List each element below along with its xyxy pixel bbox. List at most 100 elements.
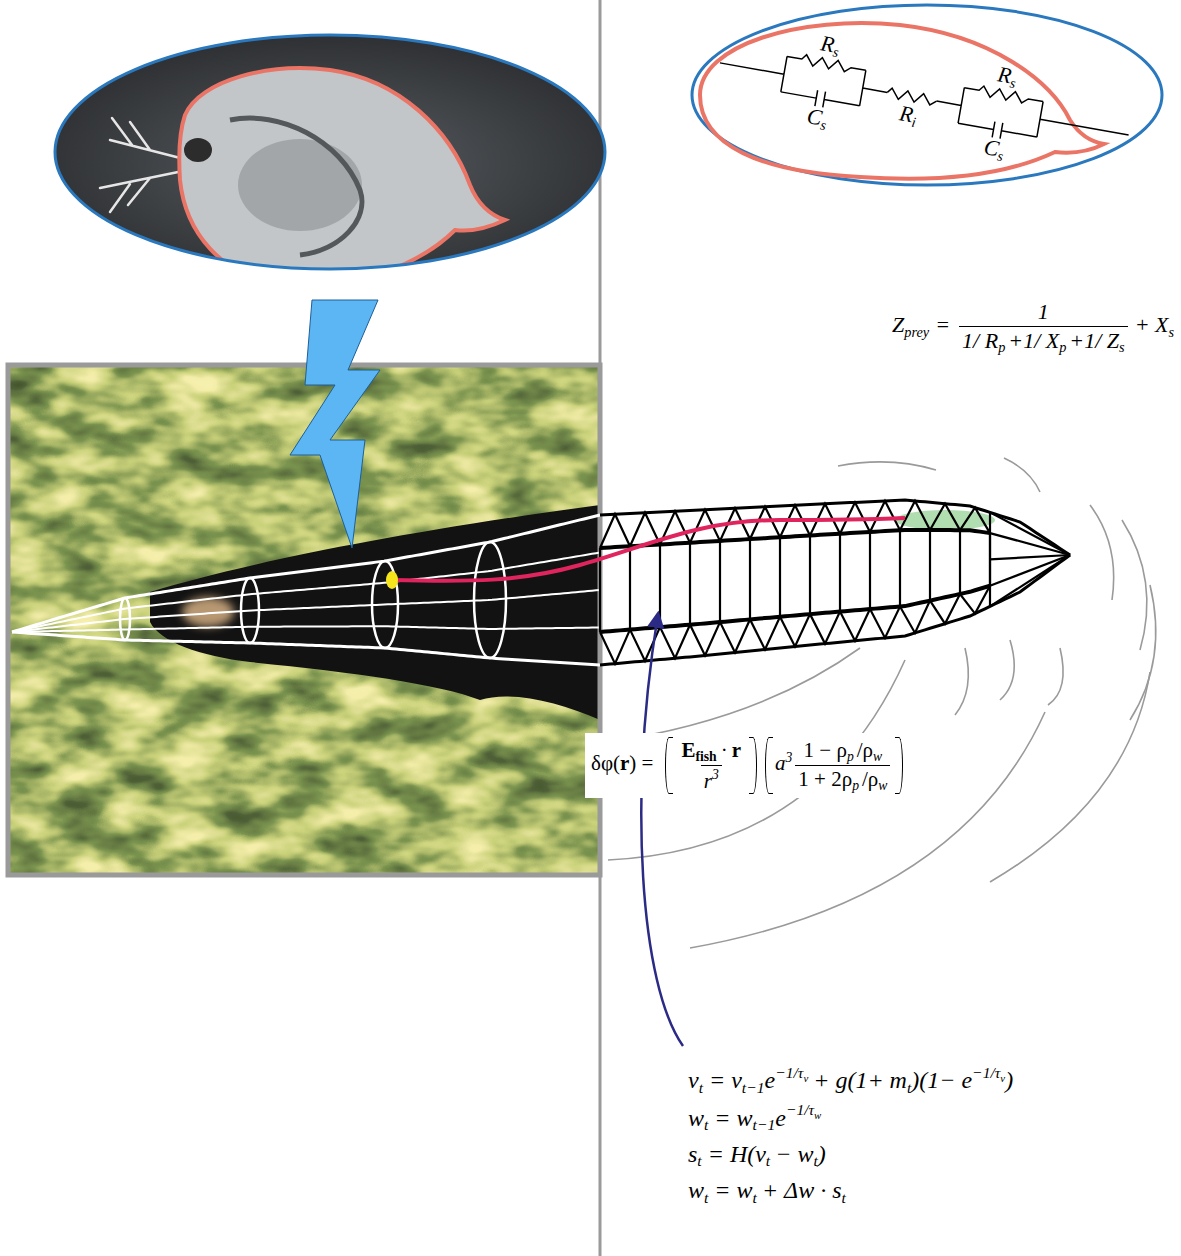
field-line bbox=[1122, 520, 1147, 650]
field-line bbox=[690, 712, 1045, 948]
equation-term: p bbox=[1059, 339, 1066, 355]
wire-line bbox=[12, 515, 600, 632]
equation-term: w bbox=[688, 1177, 704, 1203]
fraction: 11/ Rp+1/ Xp+1/ Zs bbox=[959, 298, 1128, 357]
equation-term: + X bbox=[1135, 312, 1169, 337]
equation-term: v bbox=[688, 1067, 699, 1093]
equation-term: 3 bbox=[786, 750, 793, 765]
equation-term: t bbox=[699, 1079, 703, 1096]
neuron-dot bbox=[386, 571, 398, 589]
circuit-symbol bbox=[715, 40, 1132, 160]
nerve-path bbox=[392, 518, 905, 581]
circuit-label: Rs bbox=[995, 63, 1018, 91]
equation-term: t bbox=[813, 1152, 817, 1169]
head-wireframe bbox=[600, 500, 1070, 665]
equation-term: δφ( bbox=[591, 751, 620, 775]
wire-rib bbox=[929, 530, 931, 601]
equation-term: +1/ Z bbox=[1069, 328, 1119, 353]
equation-term: + g(1+ m bbox=[813, 1067, 907, 1093]
divider-line bbox=[599, 0, 602, 1256]
wire-rib bbox=[869, 532, 871, 609]
equation-term: e bbox=[775, 1105, 786, 1131]
photo-outline bbox=[55, 35, 605, 269]
equation-term: r bbox=[704, 769, 712, 793]
field-line bbox=[1004, 458, 1040, 492]
equation-term: = w bbox=[714, 1105, 752, 1131]
equation-term: p bbox=[847, 749, 854, 764]
equation-term: t bbox=[697, 1152, 701, 1169]
antenna bbox=[100, 118, 188, 212]
wire bbox=[717, 45, 1132, 153]
equation-term: t bbox=[704, 1189, 708, 1206]
equation-term: ) = bbox=[629, 751, 653, 775]
wire-line bbox=[12, 553, 600, 633]
wire-rib bbox=[779, 537, 781, 617]
circuit-label: Ri bbox=[898, 103, 919, 130]
wire-rib bbox=[689, 543, 691, 625]
equation-term: t bbox=[753, 1189, 757, 1206]
equation-term: v bbox=[803, 1072, 808, 1084]
lightning-bolt bbox=[290, 300, 380, 548]
equation-term: w bbox=[814, 1109, 821, 1121]
equation-term: 3 bbox=[712, 767, 719, 782]
equation-term: /ρ bbox=[857, 738, 873, 762]
wire-line bbox=[600, 500, 1070, 555]
component-label: i bbox=[911, 114, 918, 130]
circuit-label: Cs bbox=[982, 136, 1006, 164]
wire-line bbox=[12, 590, 600, 632]
denominator: 1 + 2ρp/ρw bbox=[795, 765, 890, 794]
circuit-panel bbox=[692, 5, 1162, 185]
equation-line: st= H(vt− wt) bbox=[688, 1137, 1013, 1173]
equation-term: s bbox=[688, 1141, 697, 1167]
equation-term: prey bbox=[904, 324, 929, 340]
wire-rib bbox=[989, 512, 991, 606]
equation-term: /ρ bbox=[862, 767, 878, 791]
wire-line bbox=[990, 555, 1070, 606]
wire-line bbox=[600, 586, 990, 632]
parenthesis bbox=[765, 737, 773, 794]
equation-term: ) bbox=[1005, 1067, 1013, 1093]
equation-term: r bbox=[732, 738, 741, 762]
neuron-equations: vt= vt−1e−1/τv+ g(1+ mt)(1− e−1/τv)wt= w… bbox=[688, 1062, 1013, 1209]
field-line bbox=[1048, 648, 1063, 705]
wire-rib bbox=[809, 535, 811, 614]
equation-term: −1/τ bbox=[786, 1101, 814, 1118]
component-label: R bbox=[818, 30, 836, 57]
equation-term: )(1− e bbox=[911, 1067, 972, 1093]
equation-term: p bbox=[852, 778, 859, 793]
daphnia-gut bbox=[230, 118, 362, 255]
component-label: s bbox=[996, 148, 1004, 165]
component-label: C bbox=[805, 103, 824, 130]
wire-line bbox=[12, 626, 600, 632]
wire-rib bbox=[659, 544, 661, 627]
component-label: R bbox=[898, 101, 916, 128]
field-line bbox=[1090, 505, 1114, 600]
daphnia-photo bbox=[55, 35, 605, 318]
equation-term: 1 bbox=[1038, 299, 1049, 324]
equation-term: 1 − ρ bbox=[804, 738, 847, 762]
equation-line: wt= wt+ Δw · st bbox=[688, 1173, 1013, 1209]
equation-term: 1/ R bbox=[962, 328, 998, 353]
impedance-equation: Zprey=11/ Rp+1/ Xp+1/ Zs+ Xs bbox=[892, 298, 1174, 357]
component-label: s bbox=[1008, 75, 1016, 92]
numerator: Efish·r bbox=[678, 737, 744, 765]
equation-term: r bbox=[620, 751, 629, 775]
numerator: 1 bbox=[1035, 298, 1052, 326]
equation-term: = bbox=[935, 312, 950, 337]
equation-term: t−1 bbox=[753, 1116, 776, 1133]
equation-term: p bbox=[998, 339, 1005, 355]
daphnia-eye bbox=[184, 138, 212, 162]
equation-term: t bbox=[766, 1152, 770, 1169]
equation-term: t bbox=[842, 1189, 846, 1206]
group-body: Efish·rr3 bbox=[673, 737, 749, 794]
wire-line bbox=[600, 555, 1070, 665]
component-label: s bbox=[819, 116, 827, 133]
field-line bbox=[990, 672, 1150, 882]
component-label: C bbox=[982, 134, 1001, 161]
resistor-symbol bbox=[786, 52, 867, 76]
equation-term: e bbox=[765, 1067, 776, 1093]
wire-line bbox=[990, 512, 1070, 555]
wire-ring bbox=[474, 542, 506, 658]
tail-wireframe bbox=[12, 515, 600, 665]
